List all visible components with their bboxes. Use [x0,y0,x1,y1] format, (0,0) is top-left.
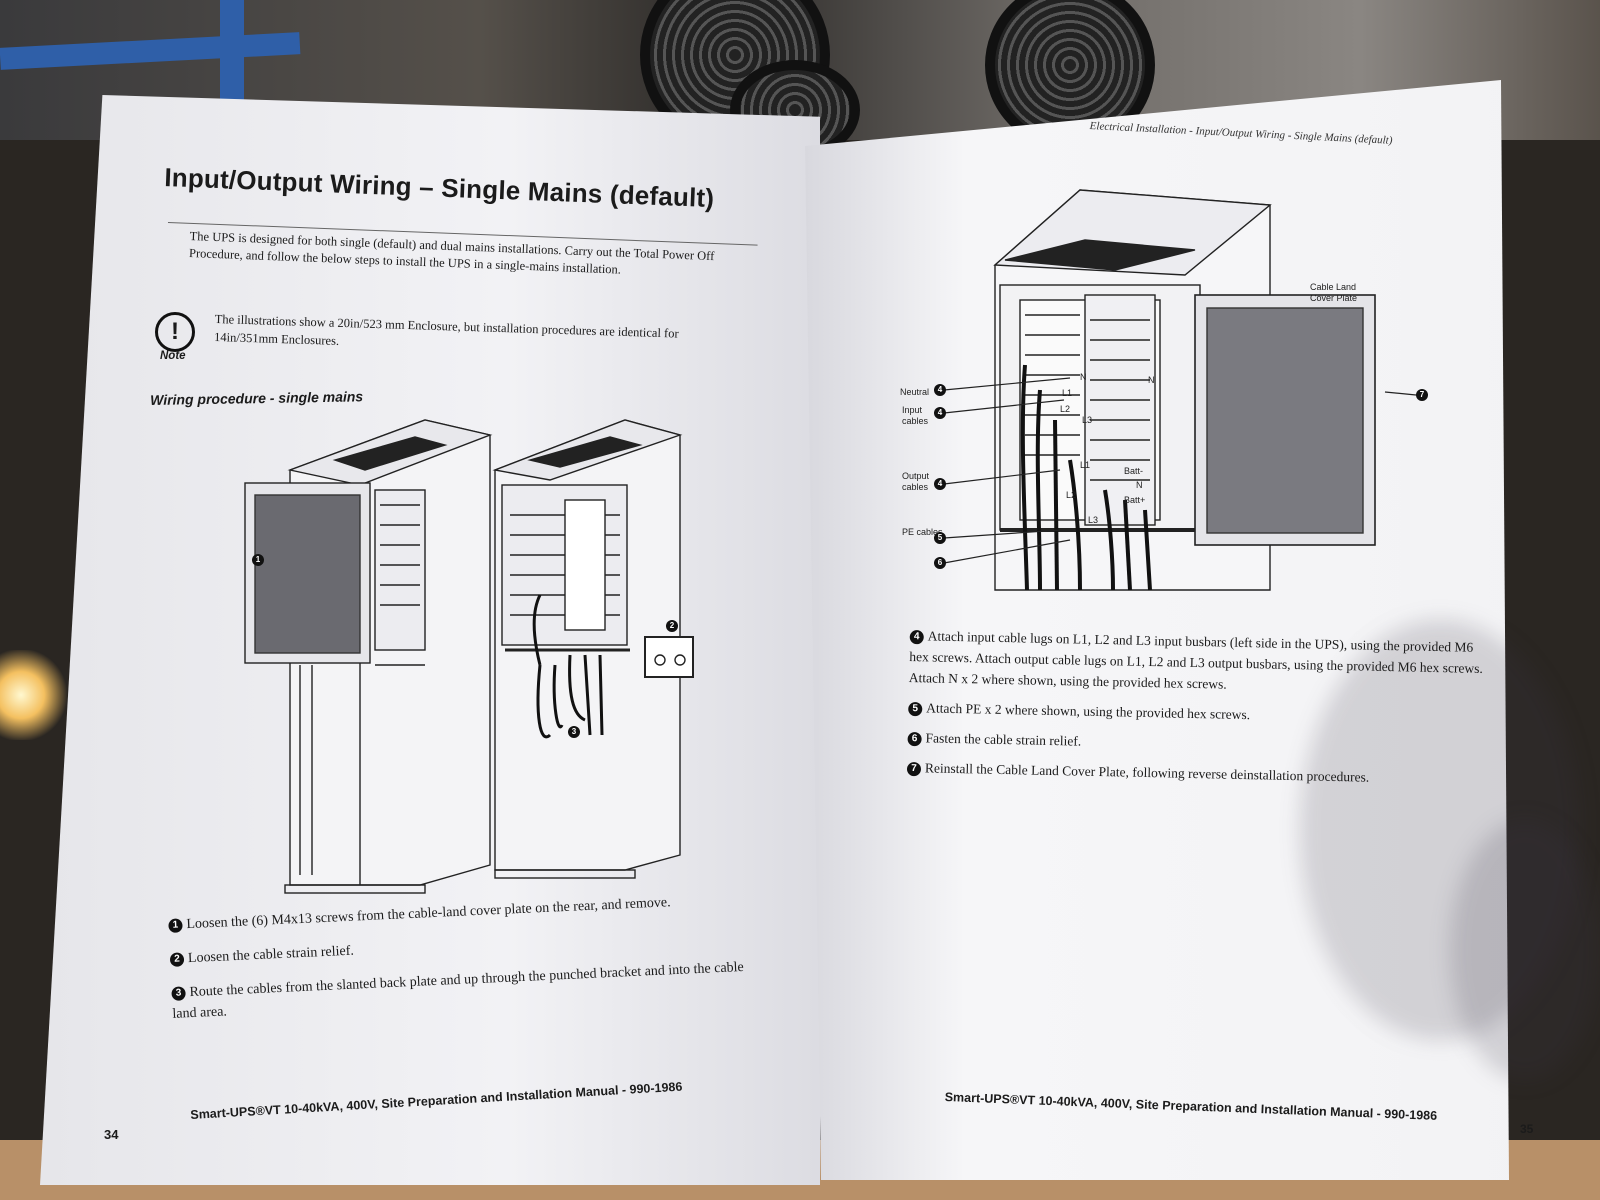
ups-wiring-diagram-right [993,189,1376,591]
callout-1: 1 [252,554,264,566]
label-output-cables: Output cables [902,471,930,492]
background-lamp [0,650,70,740]
note-icon: ! [155,312,195,352]
callout-5: 5 [934,532,946,544]
step-number: 4 [909,629,924,645]
busbar-label: Batt- [1124,466,1144,476]
callout-6: 6 [934,557,946,569]
label-pe-cables: PE cables [902,527,943,537]
callout-3: 3 [568,726,580,738]
label-input-cables: Input cables [902,405,929,426]
busbar-label: L3 [1082,415,1093,425]
busbar-label: L1 [1062,388,1073,398]
callout-2: 2 [666,620,678,632]
busbar-label: L2 [1060,404,1071,414]
busbar-label: L1 [1080,460,1091,470]
callout-7: 7 [1416,389,1428,401]
note-label: Note [160,350,186,362]
busbar-label: L2 [1066,490,1077,500]
busbar-label: N [1080,372,1087,382]
shadow-area [1450,820,1600,1080]
busbar-label: L3 [1088,515,1099,525]
callout-4: 4 [934,384,946,396]
step-text: Attach PE x 2 where shown, using the pro… [926,700,1251,723]
right-page-number: 35 [1520,1122,1534,1136]
busbar-label: N [1148,375,1155,385]
label-cover-plate: Cable Land Cover Plate [1310,282,1358,303]
step-number: 6 [907,731,922,747]
label-neutral: Neutral [900,387,930,397]
step-text: Reinstall the Cable Land Cover Plate, fo… [924,760,1370,785]
shadow-area [1300,620,1580,1040]
step-text: Fasten the cable strain relief. [925,730,1082,749]
ups-cabinet-diagram-left [244,419,694,894]
left-page-number: 34 [104,1127,119,1142]
step-text: Attach input cable lugs on L1, L2 and L3… [908,628,1484,692]
step-number: 7 [906,761,922,777]
step-number: 5 [908,701,923,717]
callout-4: 4 [934,407,946,419]
busbar-label: Batt+ [1124,495,1146,505]
busbar-label: N [1136,480,1143,490]
callout-4: 4 [934,478,946,490]
